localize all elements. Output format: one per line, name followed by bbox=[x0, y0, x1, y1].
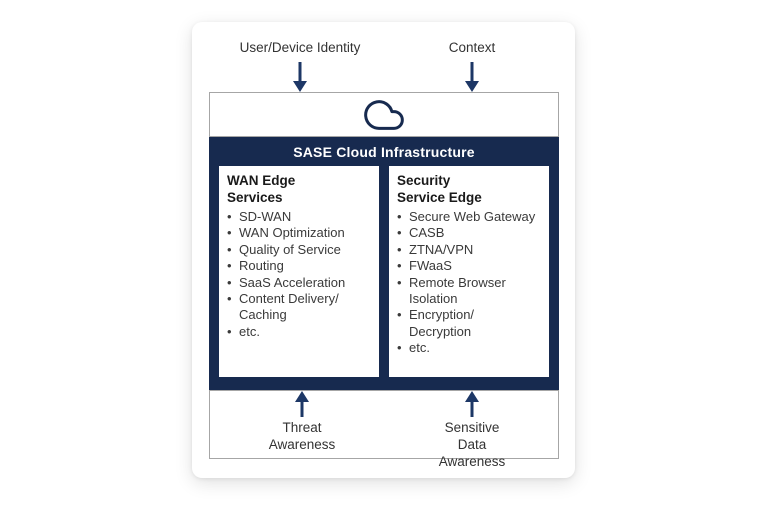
list-item: WAN Optimization bbox=[227, 225, 374, 241]
context-label: Context bbox=[448, 40, 496, 55]
sensitive-data-awareness-label: Sensitive Data Awareness bbox=[438, 420, 506, 469]
list-item: SD-WAN bbox=[227, 209, 374, 225]
sase-cloud-infrastructure-block: SASE Cloud Infrastructure WAN Edge Servi… bbox=[209, 137, 559, 390]
list-item: Content Delivery/ Caching bbox=[227, 291, 374, 324]
list-item: Routing bbox=[227, 258, 374, 274]
cloud-gateway-box bbox=[209, 92, 559, 137]
arrow-down-icon bbox=[293, 62, 307, 92]
arrow-down-icon bbox=[465, 62, 479, 92]
wan-edge-services-list: SD-WAN WAN Optimization Quality of Servi… bbox=[227, 209, 374, 340]
threat-awareness-label: Threat Awareness bbox=[268, 420, 336, 452]
panel-title: Security Service Edge bbox=[397, 173, 482, 205]
list-item: Encryption/ Decryption bbox=[397, 307, 544, 340]
list-item: SaaS Acceleration bbox=[227, 275, 374, 291]
list-item: FWaaS bbox=[397, 258, 544, 274]
security-service-edge-panel: Security Service Edge Secure Web Gateway… bbox=[389, 166, 549, 377]
panel-title: WAN Edge Services bbox=[227, 173, 296, 205]
security-service-edge-list: Secure Web Gateway CASB ZTNA/VPN FWaaS R… bbox=[397, 209, 544, 357]
list-item: Secure Web Gateway bbox=[397, 209, 544, 225]
sase-diagram-card: User/Device Identity Context SASE Cloud … bbox=[192, 22, 575, 478]
cloud-icon bbox=[364, 99, 404, 130]
list-item: Remote Browser Isolation bbox=[397, 275, 544, 308]
arrow-up-icon bbox=[465, 391, 479, 417]
wan-edge-services-panel: WAN Edge Services SD-WAN WAN Optimizatio… bbox=[219, 166, 379, 377]
user-device-identity-label: User/Device Identity bbox=[239, 40, 361, 55]
list-item: etc. bbox=[397, 340, 544, 356]
list-item: ZTNA/VPN bbox=[397, 242, 544, 258]
list-item: etc. bbox=[227, 324, 374, 340]
banner-title: SASE Cloud Infrastructure bbox=[293, 144, 475, 160]
arrow-up-icon bbox=[295, 391, 309, 417]
list-item: Quality of Service bbox=[227, 242, 374, 258]
awareness-box: Threat Awareness Sensitive Data Awarenes… bbox=[209, 390, 559, 469]
list-item: CASB bbox=[397, 225, 544, 241]
